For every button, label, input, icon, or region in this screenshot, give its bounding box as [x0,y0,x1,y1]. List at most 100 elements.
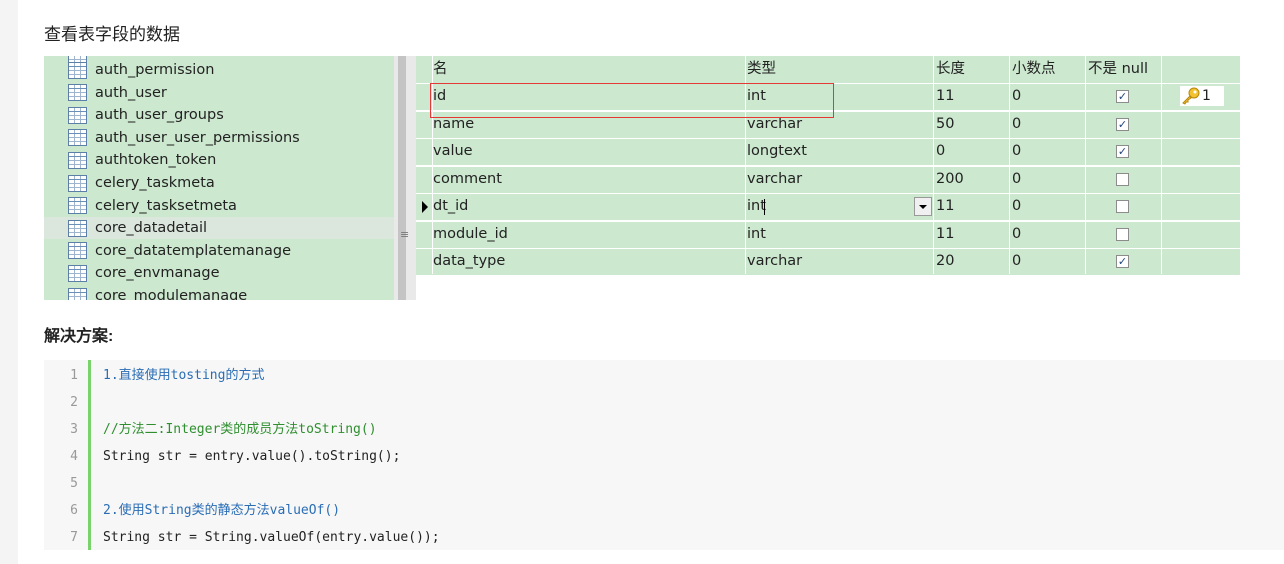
field-name-cell[interactable]: module_id [433,225,508,242]
code-text: //方法二:Integer类的成员方法toString() [103,422,377,437]
splitter-bar[interactable] [398,56,406,300]
field-length-cell[interactable]: 11 [936,88,955,104]
tree-item-table[interactable]: auth_user [44,82,394,104]
field-name-cell[interactable]: value [433,143,473,159]
field-row[interactable]: id int 11 0 ✓ 1 [416,83,1240,110]
field-length-cell[interactable]: 11 [936,198,955,214]
type-dropdown-button[interactable] [914,197,932,216]
field-type-cell[interactable]: int [747,225,766,242]
field-type-cell[interactable]: int [747,198,766,214]
key-icon [1182,87,1200,105]
tree-item-label: core_datatemplatemanage [95,242,291,259]
header-not-null[interactable]: 不是 null [1088,61,1149,77]
field-name-cell[interactable]: comment [433,170,502,187]
field-length-cell[interactable]: 200 [936,170,964,187]
tree-item-label: auth_user_groups [95,107,224,124]
not-null-checkbox[interactable] [1116,200,1129,213]
code-line: 2 [44,389,1284,416]
tree-item-table[interactable]: celery_tasksetmeta [44,195,394,217]
field-decimals-cell[interactable]: 0 [1012,88,1022,104]
field-name-cell[interactable]: dt_id [433,198,469,214]
field-row[interactable]: dt_id int 11 0 [416,193,1240,220]
table-icon [68,129,87,147]
table-icon [68,287,87,300]
field-decimals-cell[interactable]: 0 [1012,253,1022,269]
header-name[interactable]: 名 [433,61,448,77]
tree-item-table[interactable]: auth_user_user_permissions [44,127,394,149]
field-row[interactable]: comment varchar 200 0 [416,165,1240,193]
tree-item-label: core_datadetail [95,220,208,237]
current-row-pointer-icon [422,201,428,213]
header-decimals[interactable]: 小数点 [1012,61,1056,77]
line-number: 6 [70,503,78,518]
header-length[interactable]: 长度 [936,61,965,77]
table-icon [68,264,87,282]
header-type[interactable]: 类型 [747,61,776,77]
field-decimals-cell[interactable]: 0 [1012,143,1022,159]
grid-column-divider [432,56,433,274]
field-row[interactable]: data_type varchar 20 0 ✓ [416,248,1240,275]
field-decimals-cell[interactable]: 0 [1012,198,1022,214]
grid-row-divider [416,165,1240,167]
field-grid: 名 类型 长度 小数点 不是 null id int 11 0 ✓ 1 name varcha… [416,56,1240,300]
field-length-cell[interactable]: 20 [936,253,955,269]
tree-item-table[interactable]: core_datatemplatemanage [44,240,394,262]
field-row[interactable]: module_id int 11 0 [416,220,1240,248]
grid-header-row: 名 类型 长度 小数点 不是 null [416,56,1240,83]
tree-item-label: authtoken_token [95,152,217,169]
table-icon [68,151,87,169]
not-null-checkbox[interactable]: ✓ [1116,145,1129,158]
not-null-checkbox[interactable]: ✓ [1116,117,1129,131]
field-type-cell[interactable]: longtext [747,143,807,159]
line-number: 2 [70,395,78,410]
not-null-checkbox[interactable]: ✓ [1116,90,1129,103]
table-icon [68,197,87,215]
grid-row-divider [416,220,1240,222]
tree-item-table[interactable]: core_modulemanage [44,285,394,300]
field-name-cell[interactable]: id [433,88,447,104]
field-row[interactable]: value longtext 0 0 ✓ [416,138,1240,165]
tree-item-table[interactable]: auth_permission [44,59,394,81]
code-line: 5 [44,470,1284,497]
not-null-checkbox[interactable]: ✓ [1116,255,1129,268]
field-type-cell[interactable]: int [747,88,766,104]
field-type-cell[interactable]: varchar [747,170,803,187]
chevron-down-icon [919,205,927,209]
panel-splitter[interactable]: ≡ [394,56,416,300]
table-icon [68,242,87,260]
field-row[interactable]: name varchar 50 0 ✓ [416,110,1240,138]
field-type-cell[interactable]: varchar [747,115,803,132]
splitter-grip-icon: ≡ [400,228,410,241]
tree-item-label: auth_user_user_permissions [95,129,300,146]
tree-item-label: core_envmanage [95,265,220,282]
field-length-cell[interactable]: 0 [936,143,946,159]
field-decimals-cell[interactable]: 0 [1012,225,1022,242]
table-icon [68,61,87,79]
line-number: 7 [70,530,78,545]
field-length-cell[interactable]: 11 [936,225,955,242]
table-icon [68,84,87,102]
field-type-cell[interactable]: varchar [747,253,803,269]
not-null-checkbox[interactable] [1116,172,1129,186]
gutter-accent [88,360,91,550]
tree-item-table[interactable]: core_datadetail [44,217,394,240]
field-name-cell[interactable]: name [433,115,475,132]
field-decimals-cell[interactable]: 0 [1012,115,1022,132]
tree-item-table[interactable]: celery_taskmeta [44,172,394,194]
field-length-cell[interactable]: 50 [936,115,955,132]
field-name-cell[interactable]: data_type [433,253,506,269]
solution-heading: 解决方案: [44,328,114,345]
tree-item-table[interactable]: authtoken_token [44,149,394,171]
grid-row-divider [416,193,1240,194]
tree-item-table[interactable]: core_envmanage [44,262,394,284]
key-order: 1 [1202,88,1211,104]
tree-item-table[interactable]: auth_user_groups [44,104,394,126]
field-decimals-cell[interactable]: 0 [1012,170,1022,187]
tree-item-label: core_modulemanage [95,288,248,300]
not-null-checkbox[interactable] [1116,227,1129,241]
